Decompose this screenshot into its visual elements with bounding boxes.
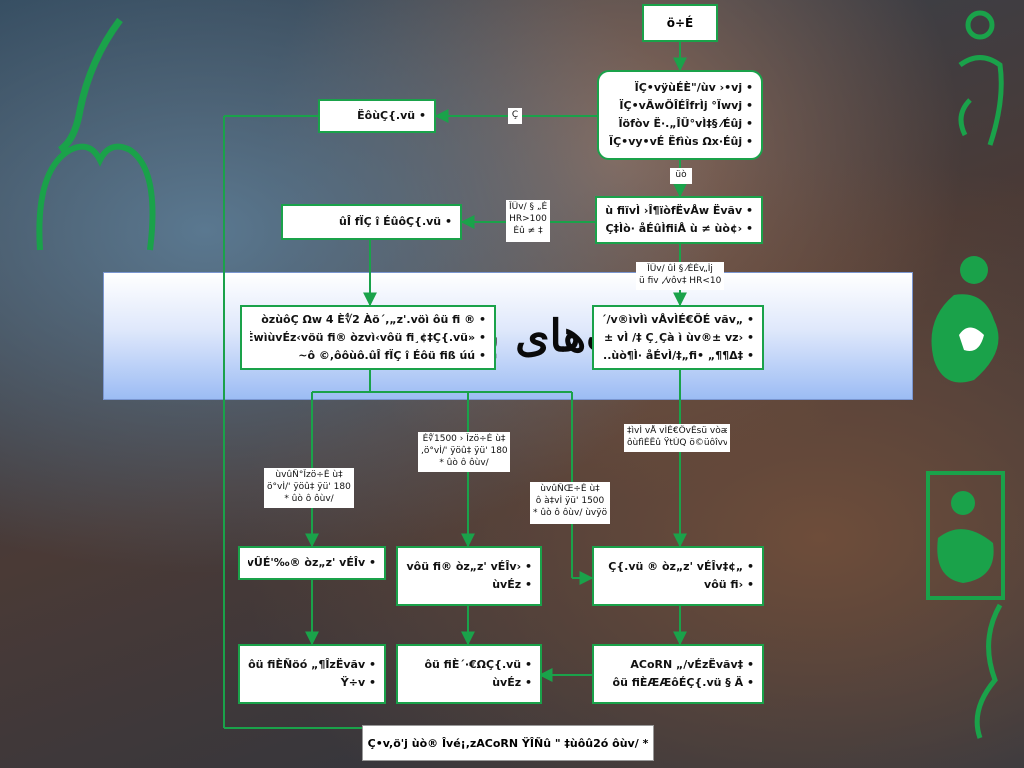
edge-label-line: ÎÜv/ § „ÉË (509, 202, 547, 212)
edge-label-line: ô à‡vÌ ÿü' 1500 (535, 496, 605, 506)
left-top-node: ËôùÇ{.vü (318, 99, 436, 133)
monitor-line: ôù fiïvÌ ›Î¶ïòfËvÅw Ëvãv (605, 202, 753, 220)
assessment-line: ÏÇ•vÄwÖÎÉÎfrÌj °Ïwvj (607, 97, 753, 115)
bottom-left2-line: Ÿ÷v (248, 674, 376, 692)
edge-label-line: HR>100 (509, 214, 547, 224)
right-mid-line: ‹ôü™± vÌ /‡ Ç¸Çà ì ùv®± vz (602, 329, 754, 347)
mother-child-icon (958, 10, 1004, 146)
left-mid-line: ûÎ fÏÇ î ÉûôÇ{.vü (291, 213, 452, 231)
tooth-icon (36, 143, 156, 251)
assessment-line: ÏÇ•vÿùÉÈ"/ùv ›•vj (607, 79, 753, 97)
right-mid-line: „Ì·ÂÉ´/v®ìvÌì vÅvÌÉ€ÖÉ vãv (602, 311, 754, 329)
bottom-center2-line: ùvÉz (406, 674, 532, 692)
left-top-line: ËôùÇ{.vü (328, 107, 426, 125)
bottom-center1-node: ‹vôü fi® òz„z' vÉÎv ùvÉz (396, 546, 542, 606)
edge-label-assess-left: Ç (508, 108, 522, 124)
edge-label-center-b1: ùvûÑ°Îzö÷É ù‡ ö°vÌ/' ÿöû‡ ÿü' 1800 * ûò … (264, 468, 354, 508)
edge-label-line: * ûò ô ôùv/ (439, 458, 489, 468)
edge-label-monitor-down: ÎÜv/ ûÌ § ⁄ÉÈv„Ìj ü fiv ,⁄vôv‡ HR<100 (636, 262, 724, 290)
bottom-right1-node: „¢‡Ç{.vü ® òz„z' vÉÎv ‹vôü fi (592, 546, 764, 606)
right-mid-line: ‡ùò¶Ì· åÉvÌ/‡„fi• „¶¶Δ... (602, 347, 754, 365)
mother-silhouette-icon (974, 603, 1003, 739)
pregnant-woman-icon (931, 256, 999, 383)
left-mid-node: ûÎ fÏÇ î ÉûôÇ{.vü (281, 204, 462, 240)
edge-label-line: Éû ≠ ‡ (513, 226, 543, 236)
edge-label-line: Ç (511, 110, 519, 120)
bottom-left2-node: ôü fiÈÑöó „¶ÎzËvãv Ÿ÷v (238, 644, 386, 704)
edge-label-line: ‡ìvÌ vÅ vÌÉ€ÖvÉsü vòæ (627, 426, 727, 436)
edge-label-line: * ûò ô ôùv/ (284, 494, 334, 504)
monitor-line: ‹¢Î¶Ç‡Ìò· åÉûÌfiiÅ ù ≠ ùò (605, 220, 753, 238)
edge-label-line: ö°vÌ/' ÿöû‡ ÿü' 1800 (267, 482, 351, 492)
edge-label-right-down: ‡ìvÌ vÅ vÌÉ€ÖvÉsü vòæ ôùfìÉÊû ŸtÙQ ö©üôî… (624, 424, 730, 452)
bottom-right2-line: ‡ACoRN „/vÉzËvãv (602, 656, 754, 674)
edge-label-line: ùvûÑŒ÷É ù‡ (540, 484, 600, 494)
edge-label-line: É∜1500 › Îzö÷É ù‡ (422, 434, 506, 444)
assessment-line: Ïöfòv Ë·.„ÎÜ°vÌ‡§ ⁄Éûj (607, 115, 753, 133)
edge-label-line: ÎÜv/ ûÌ § ⁄ÉÈv„Ìj (647, 264, 713, 274)
edge-label-line: ü fiv ,⁄vôv‡ HR<100 (639, 276, 721, 286)
center-mid-line: «vÉwìùvÉz‹vöü fi® òzvì‹vôü fi¸¢‡Ç{.vü (250, 329, 486, 347)
bottom-left1-line: ùôv´vÛÉ'‰® òz„z' vÉÎv (248, 554, 376, 572)
child-icon (57, 17, 123, 153)
bottom-right2-line: ôü fiÈÆÆôÉÇ{.vü § Ä (602, 674, 754, 692)
edge-label-line: ùvûÑ°Îzö÷É ù‡ (275, 470, 343, 480)
bottom-center2-node: ôü fiÈ´·€ΩÇ{.vü ùvÉz (396, 644, 542, 704)
edge-label-assess-monitor: üò (670, 168, 692, 184)
center-mid-line: ® òzùôÇ Ωw 4 È∜2 Àö´,„z'.vöì ôü fi (250, 311, 486, 329)
edge-label-center-b2: É∜1500 › Îzö÷É ù‡ ,ö°vÌ/' ÿöû‡ ÿü' 1800 … (418, 432, 510, 472)
edge-label-center-b3: ùvûÑŒ÷É ù‡ ô à‡vÌ ÿü' 1500 * ûò ô ôùv/ ù… (530, 482, 610, 524)
edge-label-line: üò (675, 170, 687, 180)
bottom-right1-line: „¢‡Ç{.vü ® òz„z' vÉÎv (602, 558, 754, 576)
edge-label-line: ôùfìÉÊû ŸtÙQ ö©üôîvv (627, 438, 727, 448)
assessment-line: ÏÇ•vy•vÉ Ëfìùs Ωx·Éûj (607, 133, 753, 151)
footer-note: Ç•v,ö'j ùò® Îvé¡,zACoRN ŸÎÑû " ‡ùôû2ó ôù… (362, 725, 654, 761)
bottom-left1-node: ùôv´vÛÉ'‰® òz„z' vÉÎv (238, 546, 386, 580)
bottom-left2-line: ôü fiÈÑöó „¶ÎzËvãv (248, 656, 376, 674)
edge-label-monitor-left: ÎÜv/ § „ÉË HR>100 Éû ≠ ‡ (506, 200, 550, 242)
title-banner (103, 272, 913, 400)
bottom-right2-node: ‡ACoRN „/vÉzËvãv ôü fiÈÆÆôÉÇ{.vü § Ä (592, 644, 764, 704)
start-node: ö÷É (642, 4, 718, 42)
right-mid-node: „Ì·ÂÉ´/v®ìvÌì vÅvÌÉ€ÖÉ vãv ‹ôü™± vÌ /‡ Ç… (592, 305, 764, 370)
center-mid-line: ô ©,ôôùô.ûÎ fÏÇ î Éôü fiß úú~ (250, 347, 486, 365)
bottom-right1-line: ‹vôü fi (602, 576, 754, 594)
bottom-center1-line: ‹vôü fi® òz„z' vÉÎv (406, 558, 532, 576)
assessment-node: ÏÇ•vÿùÉÈ"/ùv ›•vj ÏÇ•vÄwÖÎÉÎfrÌj °Ïwvj Ï… (597, 70, 763, 160)
baby-in-womb-icon (926, 471, 1005, 600)
edge-label-line: ,ö°vÌ/' ÿöû‡ ÿü' 1800 (421, 446, 507, 456)
bottom-center1-line: ùvÉz (406, 576, 532, 594)
center-mid-node: ® òzùôÇ Ωw 4 È∜2 Àö´,„z'.vöì ôü fi «vÉwì… (240, 305, 496, 370)
monitor-node: ôù fiïvÌ ›Î¶ïòfËvÅw Ëvãv ‹¢Î¶Ç‡Ìò· åÉûÌf… (595, 196, 763, 244)
bottom-center2-line: ôü fiÈ´·€ΩÇ{.vü (406, 656, 532, 674)
edge-label-line: * ûò ô ôùv/ ùvÿöŒ (533, 508, 607, 518)
